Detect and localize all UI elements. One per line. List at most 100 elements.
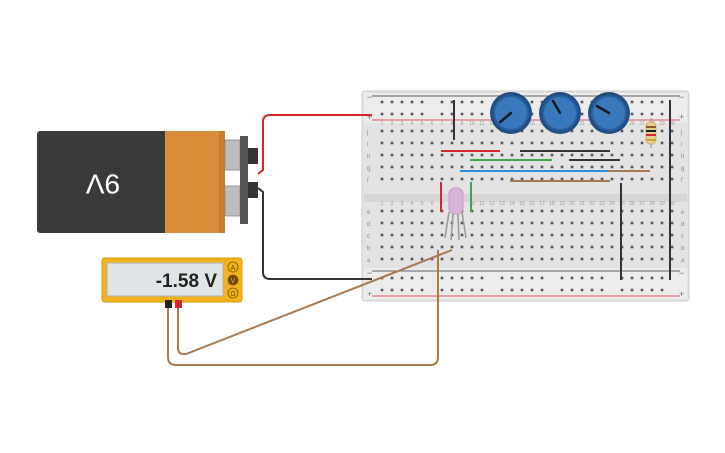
breadboard-hole[interactable] [590, 288, 594, 292]
breadboard-hole[interactable] [430, 141, 434, 145]
breadboard-hole[interactable] [560, 177, 564, 181]
breadboard-hole[interactable] [560, 257, 564, 261]
breadboard-hole[interactable] [580, 233, 584, 237]
breadboard-hole[interactable] [590, 221, 594, 225]
breadboard-hole[interactable] [390, 288, 394, 292]
breadboard-hole[interactable] [560, 288, 564, 292]
breadboard-hole[interactable] [510, 233, 514, 237]
breadboard-hole[interactable] [620, 165, 624, 169]
breadboard-hole[interactable] [420, 100, 424, 104]
breadboard-hole[interactable] [610, 233, 614, 237]
breadboard-hole[interactable] [410, 257, 414, 261]
breadboard-hole[interactable] [480, 177, 484, 181]
breadboard-hole[interactable] [500, 257, 504, 261]
breadboard-hole[interactable] [480, 257, 484, 261]
breadboard-hole[interactable] [440, 276, 444, 280]
breadboard-hole[interactable] [660, 257, 664, 261]
breadboard-hole[interactable] [480, 209, 484, 213]
breadboard-hole[interactable] [640, 288, 644, 292]
breadboard-hole[interactable] [500, 221, 504, 225]
breadboard-hole[interactable] [620, 288, 624, 292]
multimeter[interactable]: -1.58 V A V Ω [101, 257, 243, 308]
breadboard-hole[interactable] [440, 141, 444, 145]
breadboard-hole[interactable] [450, 129, 454, 133]
breadboard-hole[interactable] [630, 209, 634, 213]
breadboard-hole[interactable] [510, 245, 514, 249]
breadboard-hole[interactable] [530, 100, 534, 104]
breadboard-hole[interactable] [440, 257, 444, 261]
breadboard-hole[interactable] [590, 153, 594, 157]
breadboard-hole[interactable] [450, 276, 454, 280]
breadboard-hole[interactable] [510, 257, 514, 261]
breadboard-hole[interactable] [670, 141, 674, 145]
breadboard-hole[interactable] [630, 165, 634, 169]
breadboard-hole[interactable] [590, 129, 594, 133]
breadboard-hole[interactable] [510, 153, 514, 157]
breadboard-hole[interactable] [530, 165, 534, 169]
breadboard-hole[interactable] [660, 100, 664, 104]
breadboard-hole[interactable] [520, 288, 524, 292]
breadboard-hole[interactable] [590, 141, 594, 145]
breadboard-hole[interactable] [530, 288, 534, 292]
breadboard-hole[interactable] [380, 245, 384, 249]
breadboard-hole[interactable] [460, 141, 464, 145]
breadboard-hole[interactable] [480, 153, 484, 157]
breadboard-hole[interactable] [590, 276, 594, 280]
breadboard-hole[interactable] [600, 153, 604, 157]
breadboard-hole[interactable] [520, 177, 524, 181]
breadboard-hole[interactable] [500, 245, 504, 249]
breadboard[interactable]: 1122334455667788991010111112121313141415… [361, 90, 690, 302]
breadboard-hole[interactable] [440, 177, 444, 181]
breadboard-hole[interactable] [620, 177, 624, 181]
breadboard-hole[interactable] [660, 129, 664, 133]
breadboard-hole[interactable] [660, 112, 664, 116]
breadboard-hole[interactable] [380, 233, 384, 237]
breadboard-hole[interactable] [650, 233, 654, 237]
breadboard-hole[interactable] [640, 257, 644, 261]
breadboard-hole[interactable] [390, 100, 394, 104]
breadboard-hole[interactable] [600, 245, 604, 249]
breadboard-hole[interactable] [460, 288, 464, 292]
breadboard-hole[interactable] [540, 276, 544, 280]
breadboard-hole[interactable] [380, 257, 384, 261]
breadboard-hole[interactable] [460, 245, 464, 249]
breadboard-hole[interactable] [480, 233, 484, 237]
probe-wire-com[interactable] [167, 250, 439, 366]
breadboard-hole[interactable] [520, 153, 524, 157]
breadboard-hole[interactable] [450, 177, 454, 181]
breadboard-hole[interactable] [570, 276, 574, 280]
breadboard-hole[interactable] [480, 276, 484, 280]
breadboard-hole[interactable] [390, 129, 394, 133]
breadboard-hole[interactable] [400, 221, 404, 225]
breadboard-hole[interactable] [420, 209, 424, 213]
breadboard-hole[interactable] [520, 141, 524, 145]
breadboard-hole[interactable] [570, 257, 574, 261]
breadboard-hole[interactable] [620, 129, 624, 133]
breadboard-hole[interactable] [470, 129, 474, 133]
breadboard-hole[interactable] [410, 233, 414, 237]
breadboard-hole[interactable] [630, 141, 634, 145]
breadboard-hole[interactable] [540, 141, 544, 145]
breadboard-hole[interactable] [480, 141, 484, 145]
breadboard-hole[interactable] [650, 245, 654, 249]
breadboard-hole[interactable] [420, 129, 424, 133]
breadboard-hole[interactable] [390, 257, 394, 261]
breadboard-hole[interactable] [470, 257, 474, 261]
breadboard-hole[interactable] [630, 276, 634, 280]
breadboard-hole[interactable] [540, 177, 544, 181]
breadboard-hole[interactable] [470, 233, 474, 237]
breadboard-hole[interactable] [460, 221, 464, 225]
breadboard-hole[interactable] [580, 209, 584, 213]
breadboard-hole[interactable] [440, 288, 444, 292]
breadboard-hole[interactable] [490, 141, 494, 145]
breadboard-hole[interactable] [390, 165, 394, 169]
breadboard-hole[interactable] [550, 257, 554, 261]
breadboard-hole[interactable] [460, 233, 464, 237]
breadboard-hole[interactable] [390, 276, 394, 280]
breadboard-hole[interactable] [380, 221, 384, 225]
breadboard-hole[interactable] [580, 165, 584, 169]
breadboard-hole[interactable] [580, 221, 584, 225]
potentiometer-2[interactable] [539, 92, 581, 134]
breadboard-hole[interactable] [430, 233, 434, 237]
breadboard-hole[interactable] [530, 233, 534, 237]
